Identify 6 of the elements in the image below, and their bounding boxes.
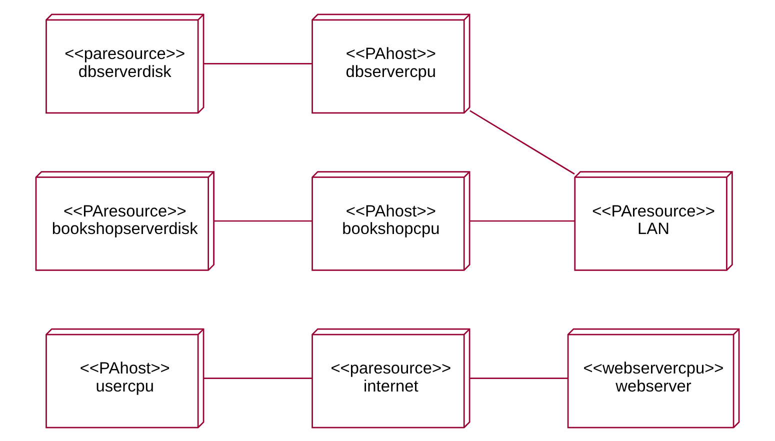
connector [204, 377, 312, 378]
connector [214, 220, 312, 222]
connector [470, 220, 574, 222]
connector [204, 62, 312, 64]
connector [470, 377, 568, 378]
connector [470, 110, 575, 174]
